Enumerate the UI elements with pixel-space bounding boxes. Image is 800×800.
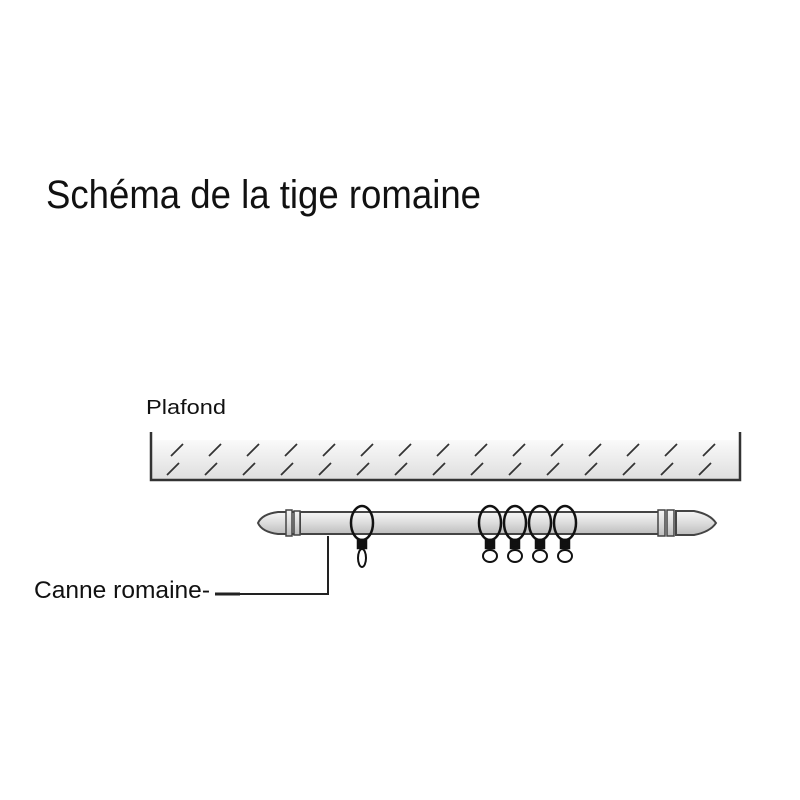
curtain-ring: [477, 504, 503, 563]
curtain-ring: [349, 504, 375, 568]
hatch-mark: [432, 462, 446, 476]
hatch-mark: [470, 462, 484, 476]
hatch-mark: [622, 462, 636, 476]
left-finial: [256, 509, 301, 537]
hatch-mark: [318, 462, 332, 476]
ceiling-label: Plafond: [146, 397, 226, 419]
curtain-rod: [256, 504, 718, 568]
hatch-mark: [242, 462, 256, 476]
hatch-mark: [550, 443, 564, 457]
curtain-ring: [502, 504, 528, 563]
hatch-mark: [322, 443, 336, 457]
hatch-mark: [394, 462, 408, 476]
hatch-mark: [702, 443, 716, 457]
hatch-mark: [546, 462, 560, 476]
hatch-mark: [436, 443, 450, 457]
curtain-rings: [349, 504, 578, 568]
curtain-ring: [552, 504, 578, 563]
hatch-mark: [664, 443, 678, 457]
ceiling: [149, 432, 742, 482]
hatch-mark: [512, 443, 526, 457]
hatch-mark: [660, 462, 674, 476]
hatch-mark: [588, 443, 602, 457]
rod-label: Canne romaine-: [34, 577, 210, 604]
hatch-mark: [508, 462, 522, 476]
hatch-mark: [208, 443, 222, 457]
hatch-mark: [474, 443, 488, 457]
hatch-mark: [360, 443, 374, 457]
curtain-ring: [527, 504, 553, 563]
hatch-mark: [166, 462, 180, 476]
hatch-mark: [626, 443, 640, 457]
hatch-mark: [398, 443, 412, 457]
hatch-mark: [584, 462, 598, 476]
hatch-mark: [170, 443, 184, 457]
leader-line: [235, 536, 329, 595]
diagram-title: Schéma de la tige romaine: [46, 173, 481, 217]
hatch-mark: [246, 443, 260, 457]
hatch-mark: [698, 462, 712, 476]
hatch-mark: [284, 443, 298, 457]
hatch-mark: [204, 462, 218, 476]
hatch-mark: [356, 462, 370, 476]
hatch-mark: [280, 462, 294, 476]
right-finial: [657, 509, 718, 537]
